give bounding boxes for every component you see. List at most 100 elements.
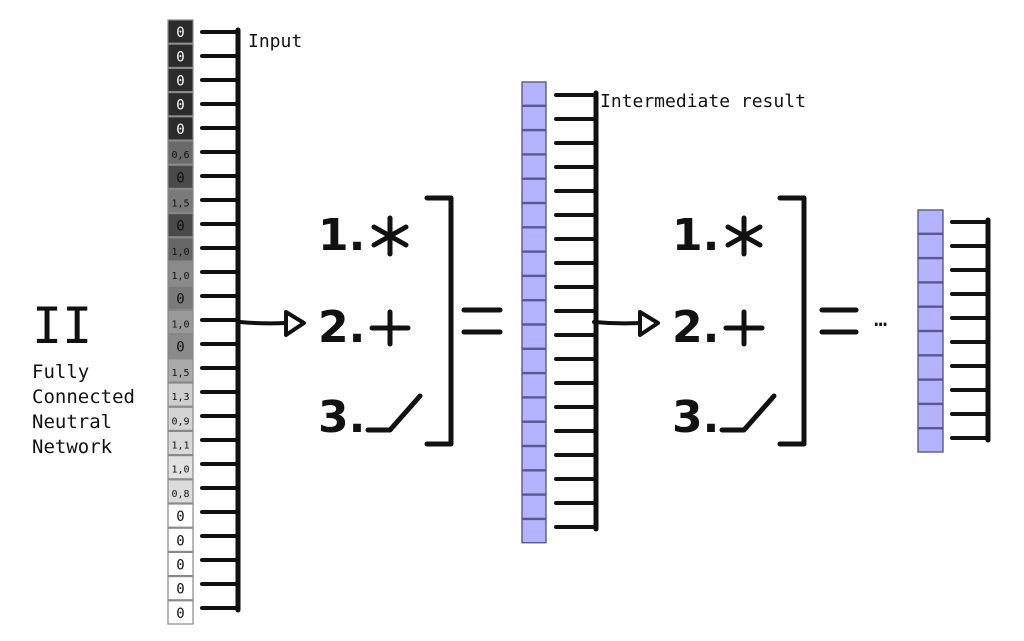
input-cell-value: 0: [176, 582, 184, 598]
input-layer-neurons: [200, 27, 241, 613]
input-cell: [167, 116, 194, 141]
input-cell: [167, 479, 194, 504]
arrow-to-ops-1: [238, 310, 306, 337]
input-cell-value: 0: [176, 170, 184, 186]
closing-bracket: [777, 195, 807, 447]
equals-sign-2: [819, 307, 859, 335]
closing-bracket: [424, 195, 454, 447]
vector-cell: [917, 330, 944, 356]
vector-cell: [521, 202, 547, 228]
step-number: 3.: [672, 392, 719, 443]
section-title-line: Fully: [32, 361, 89, 383]
plus-icon: [723, 309, 765, 347]
input-cell: [167, 334, 194, 359]
input-cell-value: 1,5: [171, 368, 189, 379]
input-label: Input: [248, 31, 302, 52]
input-cell-value: 0: [176, 98, 184, 114]
input-cell-value: 1,0: [171, 320, 189, 331]
vector-cell: [917, 355, 944, 380]
vector-cell: [917, 233, 944, 259]
vector-cell: [521, 445, 547, 471]
input-cell-value: 1,5: [171, 199, 189, 210]
vector-cell: [521, 300, 547, 325]
input-cell-value: 0: [176, 49, 184, 65]
input-cell: [167, 382, 194, 407]
vector-cell: [521, 397, 547, 422]
input-cell-value: 0: [176, 340, 184, 356]
input-cell: [167, 285, 194, 311]
input-cell-value: 0: [176, 606, 184, 622]
arrow-to-ops-2: [592, 310, 660, 337]
relu-icon: [719, 393, 777, 433]
input-cell: [167, 67, 194, 93]
section-title: Fully Connected Neutral Network: [32, 361, 135, 458]
vector-cell: [521, 105, 547, 131]
input-cell: [167, 91, 194, 117]
input-cell: [167, 503, 194, 528]
vector-cell: [917, 379, 944, 405]
step-number: 1.: [318, 210, 365, 261]
section-title-line: Connected: [32, 386, 135, 408]
input-cell-value: 1,3: [171, 392, 189, 403]
input-cell-value: 0: [176, 291, 184, 307]
step-number: 2.: [672, 302, 719, 353]
input-cell: [167, 43, 194, 69]
input-cell-value: 0: [176, 74, 184, 90]
vector-cell: [521, 348, 547, 374]
operations-block-1: 1. 2. 3.: [318, 195, 454, 447]
input-cell-value: 0: [176, 558, 184, 574]
step-number: 1.: [672, 210, 719, 261]
input-cell: [167, 19, 194, 44]
input-vector: 000000,601,501,01,001,001,51,30,91,11,00…: [167, 19, 194, 625]
input-cell-value: 0: [176, 219, 184, 235]
vector-cell: [917, 306, 944, 332]
input-cell: [167, 551, 194, 577]
input-cell-value: 0: [176, 25, 184, 41]
input-cell-value: 0,6: [171, 150, 189, 161]
vector-cell: [521, 421, 547, 447]
input-cell: [167, 140, 194, 165]
vector-cell: [521, 129, 547, 155]
input-cell-value: 0,8: [171, 489, 189, 500]
equals-sign-1: [461, 307, 503, 335]
vector-cell: [521, 154, 547, 179]
input-cell-value: 0: [176, 509, 184, 525]
input-cell: [167, 213, 194, 238]
vector-cell: [917, 282, 944, 307]
output-vector: [917, 209, 944, 453]
input-cell-value: 1,0: [171, 271, 189, 282]
vector-cell: [521, 251, 547, 277]
vector-cell: [521, 470, 547, 495]
input-cell: [167, 358, 194, 383]
vector-cell: [521, 494, 547, 520]
input-cell: [167, 600, 194, 625]
section-title-line: Neutral: [32, 411, 112, 433]
relu-icon: [365, 393, 423, 433]
vector-cell: [917, 257, 944, 283]
input-cell: [167, 237, 194, 262]
vector-cell: [521, 275, 547, 301]
input-cell-value: 0,9: [171, 416, 189, 427]
step-number: 2.: [318, 302, 365, 353]
input-cell: [167, 406, 194, 432]
step-number: 3.: [318, 392, 365, 443]
multiply-icon: [725, 215, 763, 257]
input-cell: [167, 455, 194, 480]
vector-cell: [521, 518, 547, 544]
operations-block-2: 1. 2. 3.: [672, 195, 807, 447]
intermediate-layer-neurons: [554, 90, 599, 532]
input-cell: [167, 575, 194, 601]
input-cell-value: 1,0: [171, 465, 189, 476]
multiply-icon: [371, 215, 409, 257]
input-cell: [167, 430, 194, 456]
vector-cell: [917, 428, 944, 453]
input-cell-value: 1,1: [171, 441, 189, 452]
vector-cell: [917, 209, 944, 234]
input-cell: [167, 261, 194, 286]
vector-cell: [917, 403, 944, 429]
intermediate-vector: [521, 81, 547, 544]
output-layer-neurons: [950, 217, 991, 443]
vector-cell: [521, 81, 547, 106]
vector-cell: [521, 227, 547, 252]
